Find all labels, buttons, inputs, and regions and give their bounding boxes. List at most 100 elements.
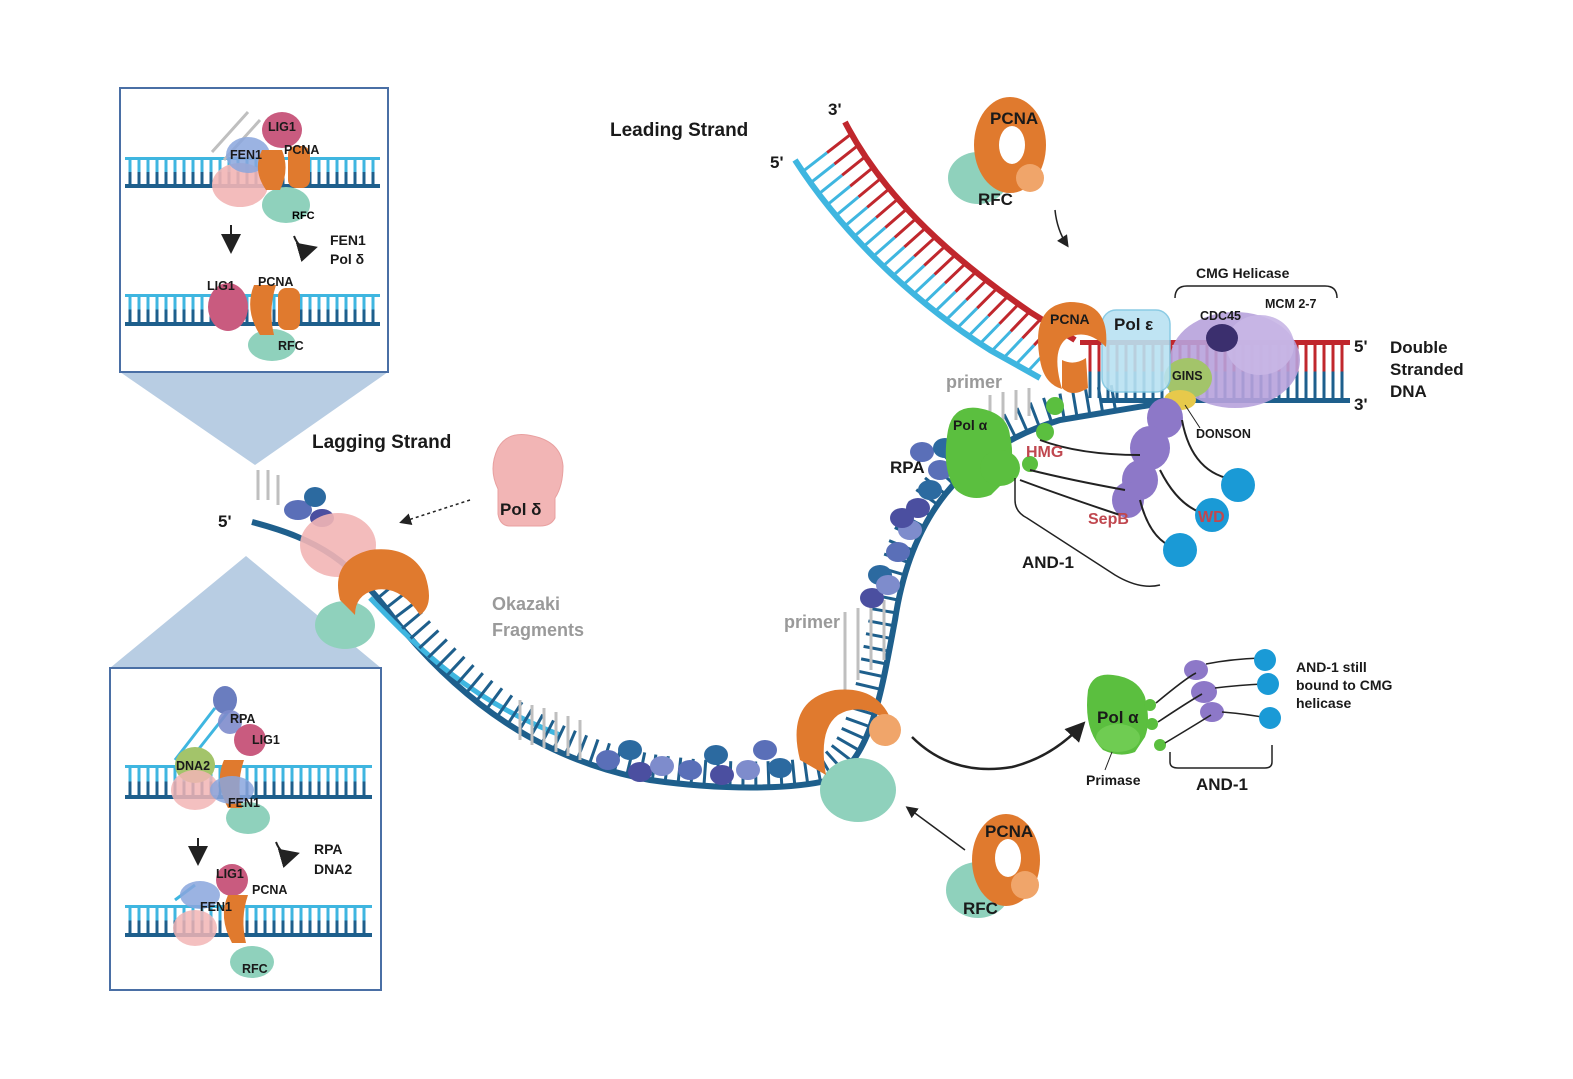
base-pair xyxy=(835,195,860,217)
base-pair xyxy=(455,664,475,686)
double-stranded-label-3: DNA xyxy=(1390,382,1427,401)
base-pair xyxy=(766,761,771,788)
rpa-subunit xyxy=(678,760,702,780)
base-pair xyxy=(976,287,999,310)
lig1-shape xyxy=(262,112,302,148)
bottom-inset-zoom-wedge xyxy=(110,556,381,668)
base-pair xyxy=(826,185,852,207)
base-pair xyxy=(933,253,957,276)
top-inset-rfc-label: RFC xyxy=(292,210,315,222)
rpa-subunit xyxy=(890,508,914,528)
base-pair xyxy=(857,177,882,199)
rfc-label-top: RFC xyxy=(978,190,1013,209)
top-inset-frame xyxy=(119,87,389,373)
base-pair xyxy=(702,759,708,786)
base-pair xyxy=(884,207,908,229)
base-pair xyxy=(954,270,977,293)
top-inset-released-1: FEN1 xyxy=(330,232,366,248)
rpa-right-cluster xyxy=(860,438,957,608)
middle-pcna-clamp xyxy=(796,689,901,822)
base-pair xyxy=(833,144,860,166)
base-pair xyxy=(1015,407,1029,433)
top-inset-lig1-label-2: LIG1 xyxy=(207,279,235,293)
top-inset-zoom-wedge xyxy=(120,372,388,465)
base-pair xyxy=(990,330,1012,353)
base-pair xyxy=(1014,344,1036,366)
lig1-shape xyxy=(208,283,248,331)
and1-note-1: AND-1 still xyxy=(1296,659,1367,675)
pcna-label-bottom: PCNA xyxy=(985,822,1033,841)
base-pair xyxy=(1021,317,1043,340)
release-arrow xyxy=(275,841,300,869)
rfc-label-bottom: RFC xyxy=(963,899,998,918)
transition-arrow xyxy=(911,721,1086,771)
okazaki-label-2: Fragments xyxy=(492,620,584,640)
rpa-subunit xyxy=(918,480,942,500)
base-pair xyxy=(858,669,885,679)
base-pair xyxy=(855,682,882,691)
base-pair xyxy=(923,282,946,304)
primer-label-top: primer xyxy=(946,372,1002,392)
sepb-label: SepB xyxy=(1088,511,1129,528)
base-pair xyxy=(845,716,871,729)
base-pair xyxy=(967,315,990,338)
primer-label-middle: primer xyxy=(784,612,840,632)
rpa-subunit xyxy=(910,442,934,462)
lagging-primer-stub xyxy=(256,470,280,505)
base-pair xyxy=(485,687,504,711)
base-pair xyxy=(464,672,484,695)
bottom-inset-rfc-label: RFC xyxy=(242,962,268,976)
bottom-inset-released-2: DNA2 xyxy=(314,861,352,877)
base-pair xyxy=(841,726,867,741)
base-pair xyxy=(809,162,836,185)
base-pair xyxy=(1002,413,1018,439)
pcna-fork-label: PCNA xyxy=(1050,311,1090,327)
top-inset: LIG1 FEN1 PCNA RFC FEN1 Pol δ LIG1 PCNA … xyxy=(119,87,389,465)
rpa-subunit xyxy=(736,760,760,780)
and1-label-right: AND-1 xyxy=(1196,775,1248,794)
base-pair xyxy=(892,255,916,277)
donson-label: DONSON xyxy=(1196,427,1251,441)
base-pair xyxy=(436,647,457,668)
base-pair xyxy=(882,245,906,268)
cmg-helicase-label: CMG Helicase xyxy=(1196,265,1290,281)
base-pair xyxy=(849,166,874,188)
base-pair xyxy=(841,155,867,177)
bottom-inset-dna2-label: DNA2 xyxy=(176,759,210,773)
pol-epsilon-shape xyxy=(1101,309,1171,393)
double-stranded-label-1: Double xyxy=(1390,338,1448,357)
and1-bracket-right xyxy=(1169,745,1273,769)
base-pair xyxy=(868,619,895,628)
rpa-subunit xyxy=(618,740,642,760)
leading-5prime-label: 5' xyxy=(770,153,784,172)
base-pair xyxy=(902,264,926,286)
rpa-subunit xyxy=(753,740,777,760)
gins-label: GINS xyxy=(1172,369,1203,383)
base-pair xyxy=(934,290,957,313)
pcna-rfc-free-bottom: PCNA RFC xyxy=(946,814,1040,918)
base-pair xyxy=(945,298,968,321)
pcna-load-arrow-top xyxy=(1054,209,1069,248)
base-pair xyxy=(817,174,844,196)
top-inset-rfc-label-2: RFC xyxy=(278,339,304,353)
top-inset-pcna-label: PCNA xyxy=(284,143,319,157)
replisome xyxy=(945,302,1300,567)
base-pair xyxy=(844,206,869,228)
base-pair xyxy=(943,262,967,285)
rpa-bottom-cluster xyxy=(596,740,792,785)
base-pair xyxy=(862,226,887,248)
rpa-label: RPA xyxy=(890,458,925,477)
base-pair xyxy=(903,226,927,249)
pol-alpha-primase-complex: Pol α xyxy=(1087,649,1281,755)
bottom-inset-released-1: RPA xyxy=(314,841,343,857)
base-pair xyxy=(409,620,432,640)
bottom-inset-dna-lower xyxy=(125,905,372,937)
base-pair xyxy=(853,216,878,238)
rfc-shape xyxy=(248,329,296,361)
top-inset-fen1-label: FEN1 xyxy=(230,148,262,162)
base-pair xyxy=(1096,386,1105,414)
rpa-subunit xyxy=(650,756,674,776)
base-pair xyxy=(1009,310,1031,333)
base-pair xyxy=(475,679,494,703)
and1-note-2: bound to CMG xyxy=(1296,677,1393,693)
